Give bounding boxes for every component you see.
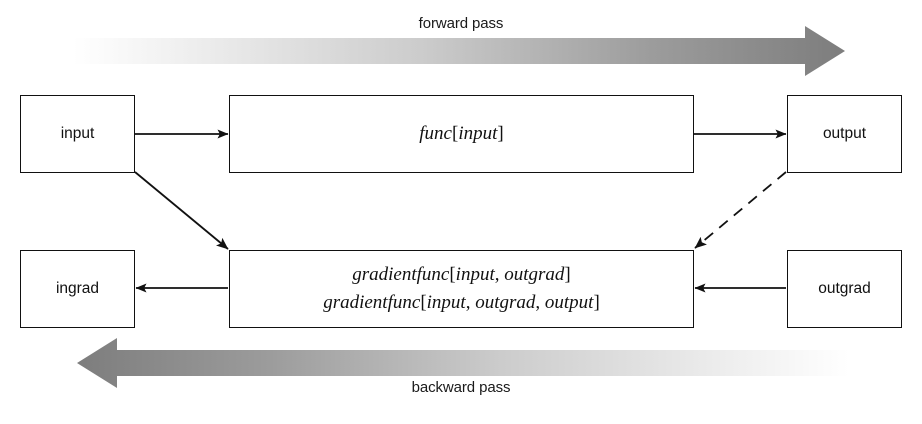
- backward-pass-arrow: [77, 338, 849, 388]
- node-outgrad-label: outgrad: [818, 280, 871, 297]
- node-outgrad[interactable]: outgrad: [787, 250, 902, 328]
- node-input-label: input: [60, 125, 95, 142]
- edge-input-to-gradientfunc: [134, 171, 229, 250]
- node-output-label: output: [822, 125, 867, 142]
- gradfunc1-open-bracket: [: [449, 264, 456, 286]
- node-gradientfunc[interactable]: gradientfunc[input, outgrad] gradientfun…: [229, 250, 694, 328]
- func-close-bracket: ]: [497, 123, 504, 145]
- gradfunc2-open-bracket: [: [420, 292, 427, 313]
- gradfunc1-arg-input: input: [455, 264, 495, 286]
- gradientfunc-line-1: gradientfunc[input, outgrad]: [323, 261, 600, 289]
- gradfunc2-name: gradientfunc: [323, 292, 421, 313]
- node-input[interactable]: input: [20, 95, 135, 173]
- gradfunc2-close-bracket: ]: [593, 292, 600, 313]
- func-arg-input: input: [458, 123, 498, 145]
- node-ingrad-label: ingrad: [55, 280, 100, 297]
- gradfunc1-separator-1: ,: [494, 264, 505, 286]
- gradfunc2-arg-output: output: [544, 292, 594, 313]
- node-gradientfunc-expressions: gradientfunc[input, outgrad] gradientfun…: [323, 261, 600, 316]
- gradfunc2-arg-outgrad: outgrad: [475, 292, 536, 313]
- backward-pass-label: backward pass: [411, 379, 511, 396]
- func-open-bracket: [: [452, 123, 459, 145]
- node-func[interactable]: func[input]: [229, 95, 694, 173]
- gradfunc2-arg-input: input: [426, 292, 466, 313]
- gradfunc1-name: gradientfunc: [352, 264, 450, 286]
- func-name: func: [419, 123, 452, 145]
- gradfunc1-close-bracket: ]: [564, 264, 571, 286]
- node-func-expression: func[input]: [419, 120, 503, 148]
- node-ingrad[interactable]: ingrad: [20, 250, 135, 328]
- forward-pass-arrow: [73, 26, 845, 76]
- edge-output-to-gradientfunc: [694, 171, 787, 249]
- gradfunc2-separator-2: ,: [535, 292, 545, 313]
- gradientfunc-line-2: gradientfunc[input, outgrad, output]: [323, 289, 600, 317]
- node-output[interactable]: output: [787, 95, 902, 173]
- gradfunc1-arg-outgrad: outgrad: [504, 264, 565, 286]
- forward-pass-label: forward pass: [418, 15, 504, 32]
- gradfunc2-separator-1: ,: [465, 292, 476, 313]
